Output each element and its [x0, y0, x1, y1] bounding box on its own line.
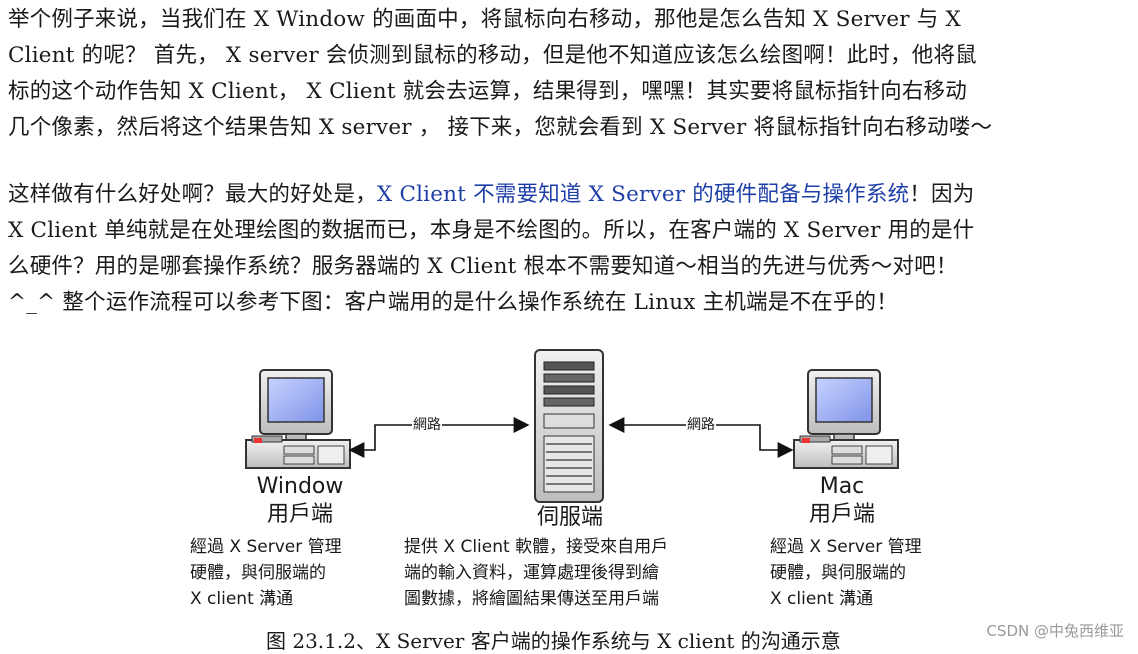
desc-line: X client 溝通: [190, 589, 294, 609]
server-icon: [534, 349, 604, 503]
desc-line: 經過 X Server 管理: [190, 537, 342, 557]
text-line: ^_^ 整个运作流程可以参考下图：客户端用的是什么操作系统在 Linux 主机端…: [8, 290, 898, 315]
network-label: 網路: [412, 414, 442, 434]
network-link-left: [348, 417, 530, 458]
computer-icon: [245, 369, 351, 469]
network-label: 網路: [686, 414, 716, 434]
paragraph-mouse-example: 举个例子来说，当我们在 X Window 的画面中，将鼠标向右移动，那他是怎么告…: [8, 2, 1132, 146]
client-description: 經過 X Server 管理 硬體，與伺服端的 X client 溝通: [770, 534, 922, 612]
server-title: 伺服端: [536, 505, 603, 530]
text-line: 标的这个动作告知 X Client， X Client 就会去运算，结果得到，嘿…: [8, 79, 967, 104]
network-link-right: [608, 417, 794, 458]
text-line: 举个例子来说，当我们在 X Window 的画面中，将鼠标向右移动，那他是怎么告…: [8, 7, 961, 32]
figure-caption: 图 23.1.2、X Server 客户端的操作系统与 X client 的沟通…: [266, 629, 841, 653]
desc-line: 硬體，與伺服端的: [190, 563, 326, 583]
text-line: Client 的呢？ 首先， X server 会侦测到鼠标的移动，但是他不知道…: [8, 43, 977, 68]
diagram-graphics: [245, 349, 899, 503]
client-os-name: Window: [256, 474, 344, 499]
text-segment: ！因为: [909, 182, 975, 207]
client-role: 用戶端: [266, 502, 333, 527]
client-description: 經過 X Server 管理 硬體，與伺服端的 X client 溝通: [190, 534, 342, 612]
client-os-name: Mac: [819, 474, 865, 499]
desc-line: 經過 X Server 管理: [770, 537, 922, 557]
text-line: 么硬件？用的是哪套操作系统？服务器端的 X Client 根本不需要知道～相当的…: [8, 254, 958, 279]
desc-line: 端的輸入資料，運算處理後得到繪: [404, 563, 659, 583]
desc-line: 圖數據，將繪圖結果傳送至用戶端: [404, 589, 659, 609]
client-title: Mac 用戶端: [782, 473, 902, 529]
xwindow-diagram: 網路 網路 Window 用戶端 經過 X Server 管理 硬體，與伺服端的…: [180, 340, 960, 653]
computer-icon: [793, 369, 899, 469]
client-role: 用戶端: [808, 502, 875, 527]
paragraph-benefit: 这样做有什么好处啊？最大的好处是，X Client 不需要知道 X Server…: [8, 177, 1132, 321]
text-line: 几个像素，然后将这个结果告知 X server ， 接下来，您就会看到 X Se…: [8, 115, 993, 140]
desc-line: 提供 X Client 軟體，接受來自用戶: [404, 537, 669, 557]
server-description: 提供 X Client 軟體，接受來自用戶 端的輸入資料，運算處理後得到繪 圖數…: [404, 534, 668, 612]
desc-line: X client 溝通: [770, 589, 874, 609]
watermark: CSDN @中兔西维亚: [986, 622, 1124, 640]
highlight-text: X Client 不需要知道 X Server 的硬件配备与操作系统: [376, 182, 910, 207]
client-title: Window 用戶端: [240, 473, 360, 529]
desc-line: 硬體，與伺服端的: [770, 563, 906, 583]
text-line: 这样做有什么好处啊？最大的好处是，X Client 不需要知道 X Server…: [8, 177, 1132, 213]
text-segment: 这样做有什么好处啊？最大的好处是，: [8, 182, 377, 207]
text-line: X Client 单纯就是在处理绘图的数据而已，本身是不绘图的。所以，在客户端的…: [8, 218, 975, 243]
